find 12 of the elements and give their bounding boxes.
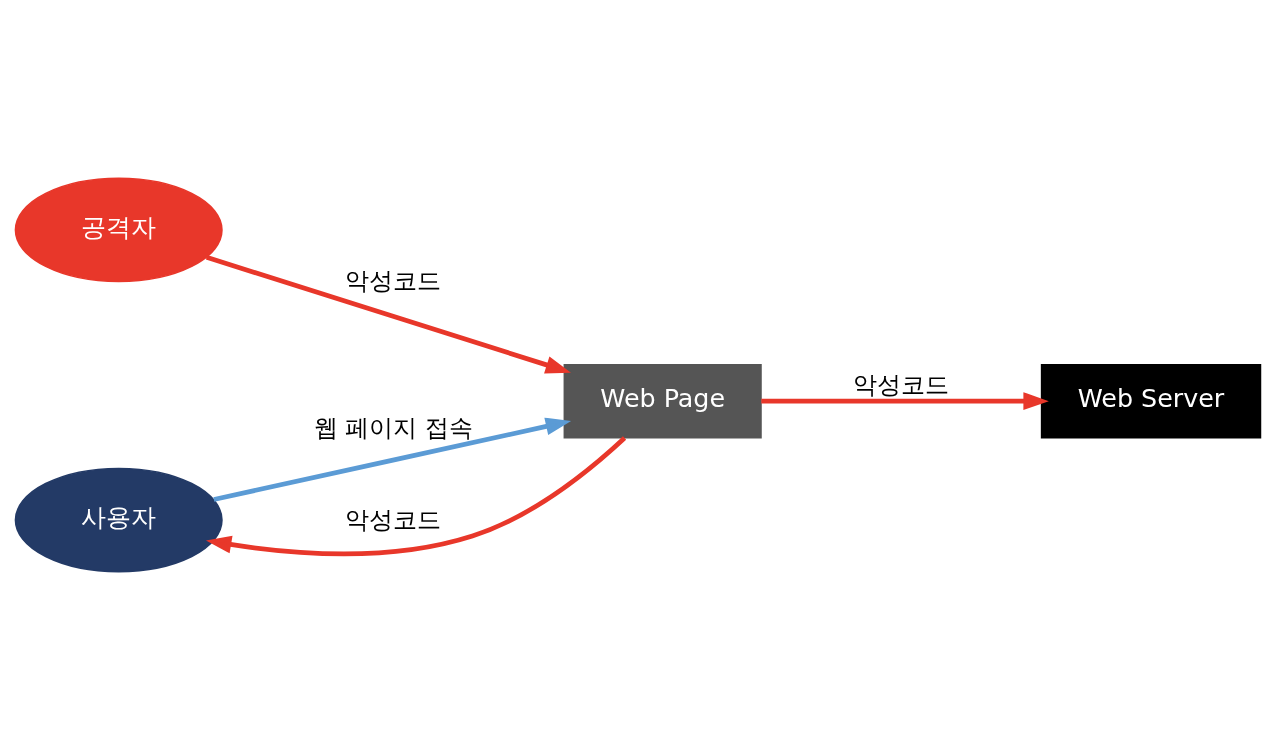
arrow (205, 254, 571, 374)
arrow (213, 417, 572, 502)
edge-label: 악성코드 (345, 506, 442, 535)
node-box: Web Page (563, 363, 762, 439)
edge-label: 웹 페이지 접속 (313, 414, 473, 443)
arrow (761, 392, 1049, 411)
edge-label: 악성코드 (853, 371, 950, 400)
edge-label: 악성코드 (345, 266, 442, 295)
node-box: Web Server (1040, 363, 1262, 439)
arrow (205, 436, 627, 557)
node-ellipse: 공격자 (14, 177, 223, 283)
node-ellipse: 사용자 (14, 467, 223, 573)
